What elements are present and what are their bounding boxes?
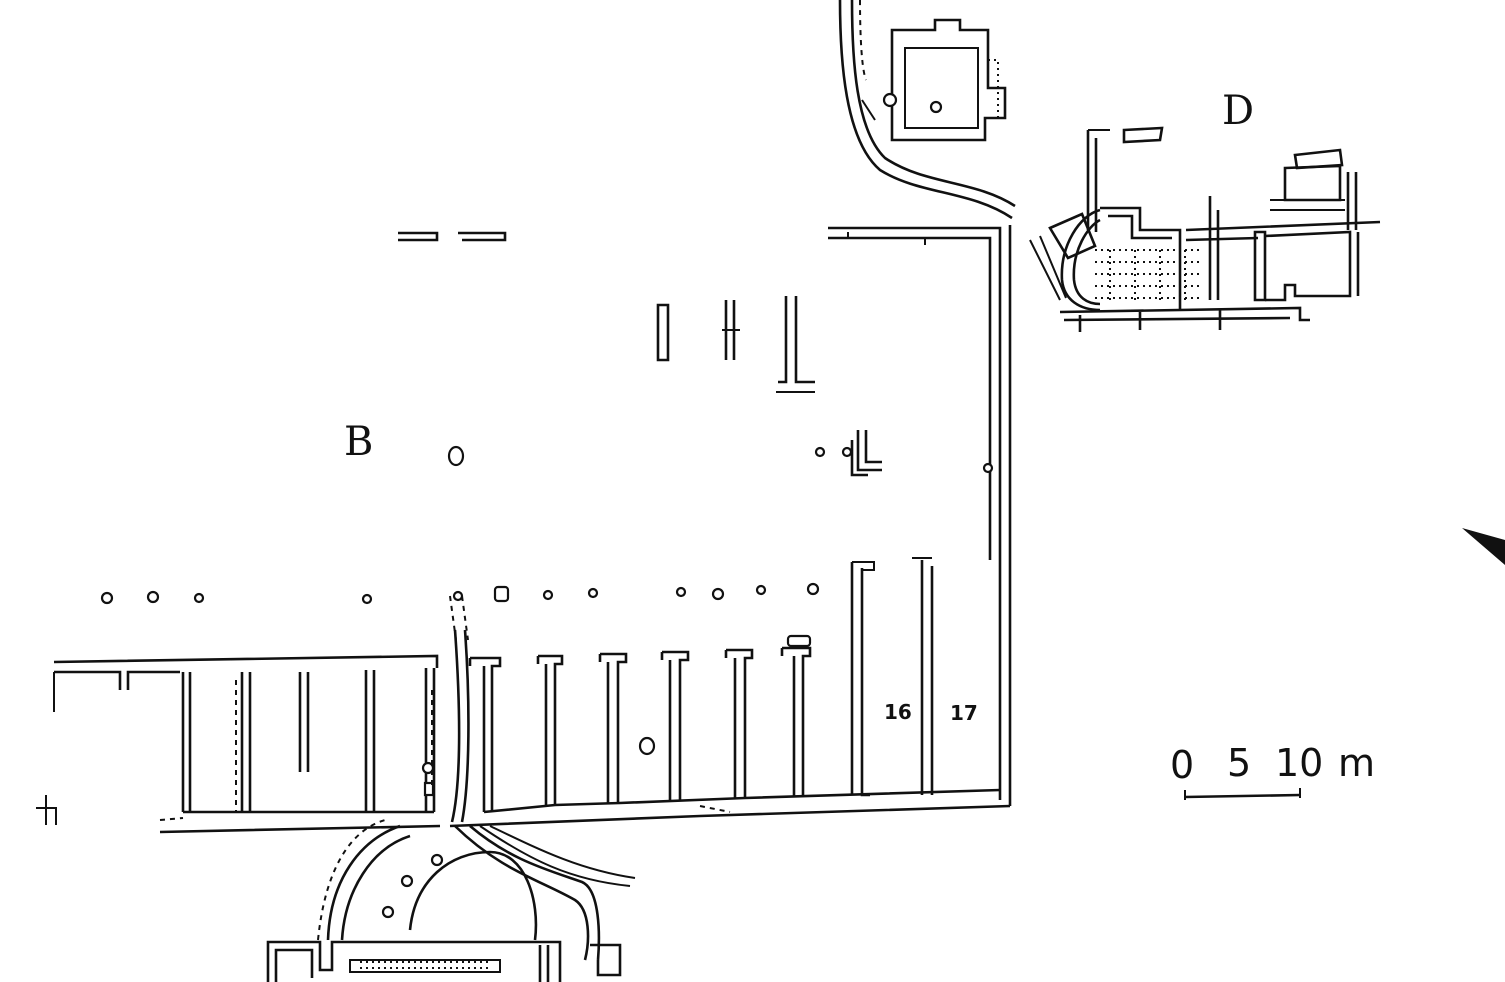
enclosure-b-walls: [828, 225, 1012, 806]
pier-row: [100, 582, 820, 605]
scale-tick-5: 5: [1227, 741, 1251, 785]
scale-unit: m: [1338, 741, 1375, 785]
area-label-b: B: [344, 419, 373, 465]
scale-tick-10: 10: [1275, 741, 1323, 785]
enclosure-b-fragments: [398, 231, 882, 477]
north-road: [838, 0, 1016, 220]
building-d: [1029, 126, 1381, 332]
room-number-17: 17: [950, 701, 978, 725]
scale-bar: 0 5 10 m: [1170, 741, 1375, 800]
water-channel: [449, 595, 470, 823]
south-theatre: [266, 819, 636, 982]
shop-row: [36, 557, 1011, 834]
north-arrow-icon: [1462, 528, 1505, 565]
north-square-structure: [882, 18, 1007, 142]
scale-tick-0: 0: [1170, 743, 1194, 787]
area-label-d: D: [1222, 88, 1254, 134]
room-number-16: 16: [884, 700, 912, 724]
